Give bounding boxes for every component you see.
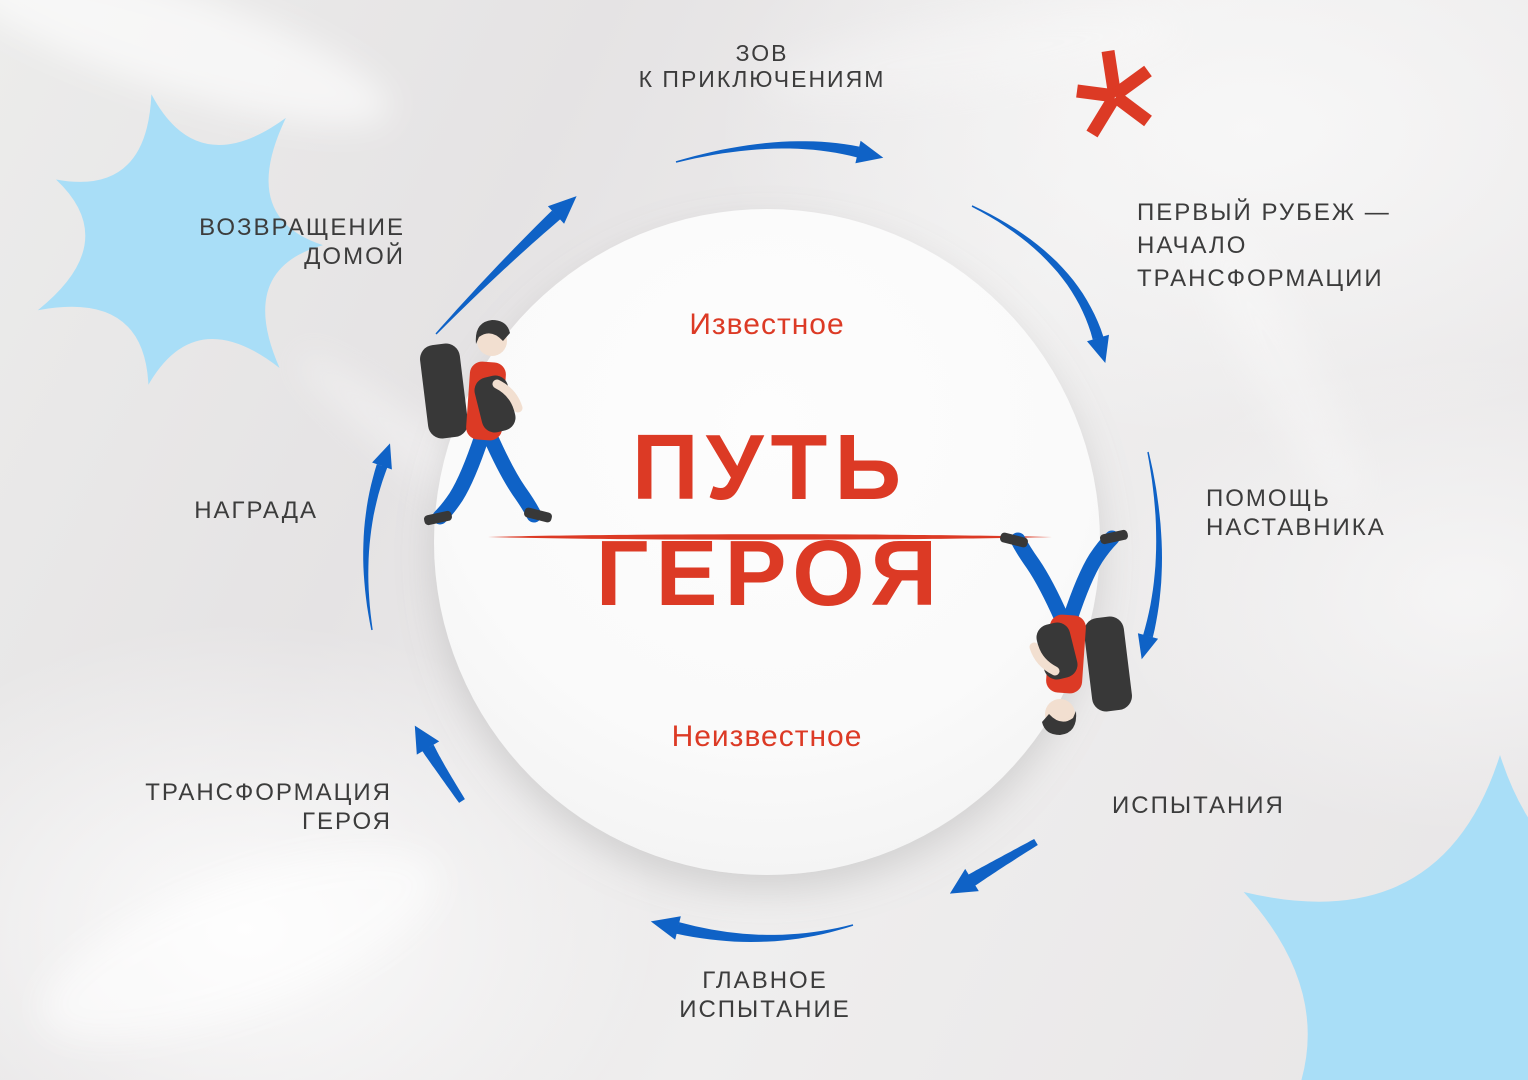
zone-label-known: Известное: [689, 308, 845, 341]
flow-arrow-1: [675, 140, 884, 164]
stage-label-return-home: ВОЗВРАЩЕНИЕ ДОМОЙ: [199, 214, 405, 270]
cycle-arrows: [363, 140, 1162, 942]
poster-title-line-1: ПУТЬ: [631, 415, 909, 519]
stage-label-reward: НАГРАДА: [194, 497, 318, 524]
asterisk-icon: [1076, 50, 1152, 138]
flow-arrow-2: [971, 205, 1109, 363]
flow-arrow-6: [414, 725, 465, 803]
stage-label-mentor-help: ПОМОЩЬ НАСТАВНИКА: [1206, 485, 1386, 541]
splat-top-left: [37, 94, 324, 385]
flow-arrow-4: [949, 839, 1038, 894]
flow-arrow-8: [435, 196, 577, 335]
stage-label-call-to-adventure: ЗОВ К ПРИКЛЮЧЕНИЯМ: [638, 40, 886, 92]
flow-arrow-3: [1137, 451, 1162, 660]
journey-circle: [434, 209, 1100, 875]
divider-line: [488, 534, 1052, 540]
stage-label-hero-transformation: ТРАНСФОРМАЦИЯ ГЕРОЯ: [145, 779, 392, 835]
flow-arrow-7: [363, 443, 392, 631]
flow-arrow-5: [650, 916, 854, 942]
stage-label-first-threshold: ПЕРВЫЙ РУБЕЖ — НАЧАЛО ТРАНСФОРМАЦИИ: [1137, 199, 1391, 292]
stage-label-trials: ИСПЫТАНИЯ: [1112, 792, 1285, 819]
stage-label-main-trial: ГЛАВНОЕ ИСПЫТАНИЕ: [679, 967, 851, 1023]
poster-title-line-2: ГЕРОЯ: [595, 521, 945, 625]
zone-label-unknown: Неизвестное: [671, 720, 863, 753]
splat-bottom-right: [1243, 755, 1528, 1080]
